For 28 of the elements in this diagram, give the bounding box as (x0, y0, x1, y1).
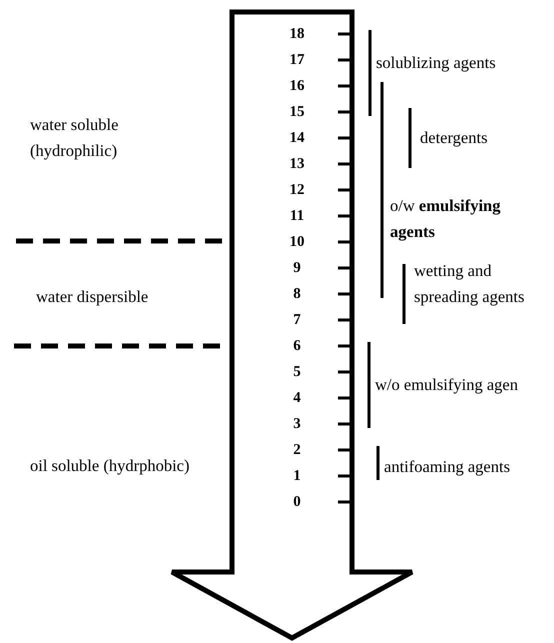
region-label: o/w emulsifying agents (390, 195, 502, 243)
scale-value: 15 (288, 103, 306, 121)
scale-value: 3 (292, 415, 302, 433)
region-label: antifoaming agents (384, 456, 512, 478)
scale-value: 13 (288, 155, 306, 173)
scale-value: 8 (292, 285, 302, 303)
scale-value: 4 (292, 389, 302, 407)
region-label: water dispersible (36, 286, 150, 308)
scale-value: 12 (288, 181, 306, 199)
scale-value: 18 (288, 25, 306, 43)
scale-value: 17 (288, 51, 306, 69)
region-label: oil soluble (hydrphobic) (30, 455, 190, 477)
region-label: water soluble (hydrophilic) (30, 114, 120, 162)
region-label: detergents (420, 127, 489, 149)
scale-value: 11 (288, 207, 306, 225)
scale-value: 7 (292, 311, 302, 329)
scale-value: 6 (292, 337, 302, 355)
scale-value: 0 (292, 493, 302, 511)
scale-value: 16 (288, 77, 306, 95)
region-label: wetting and spreading agents (414, 260, 526, 308)
scale-value: 2 (292, 441, 302, 459)
region-label: w/o emulsifying agen (375, 374, 519, 396)
scale-value: 10 (288, 233, 306, 251)
scale-value: 9 (292, 259, 302, 277)
scale-value: 5 (292, 363, 302, 381)
scale-value: 1 (292, 467, 302, 485)
region-label: solublizing agents (376, 52, 497, 74)
scale-value: 14 (288, 129, 306, 147)
